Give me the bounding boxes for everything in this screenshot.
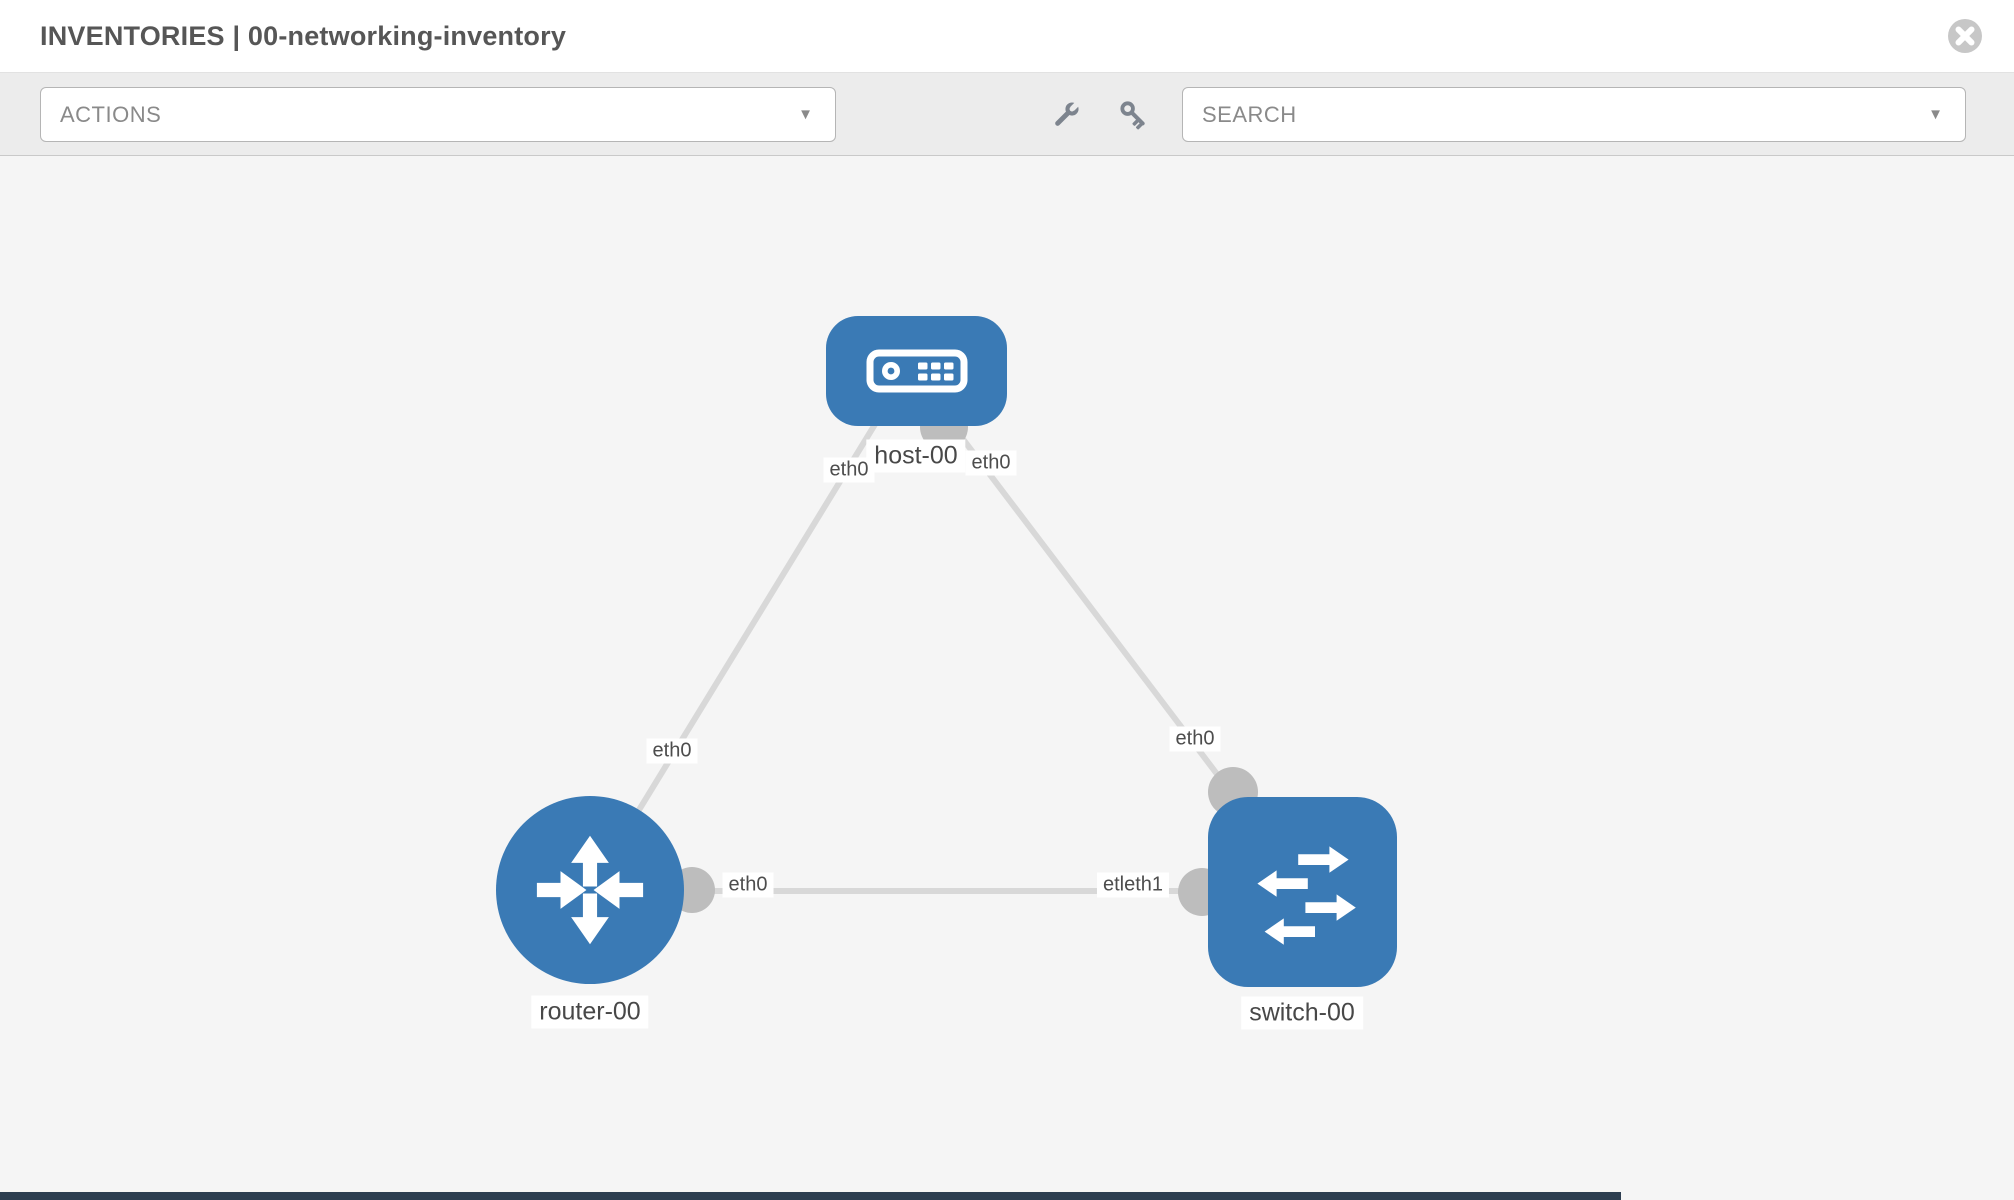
- configure-tools-button[interactable]: [1048, 97, 1084, 133]
- close-icon: [1948, 19, 1982, 53]
- actions-dropdown[interactable]: ACTIONS ▼: [40, 87, 836, 142]
- toolbar: ACTIONS ▼ SEARCH ▼: [0, 73, 2014, 156]
- close-button[interactable]: [1946, 17, 1984, 55]
- search-dropdown-label: SEARCH: [1202, 101, 1297, 127]
- port-label-bottom-eth1: etleth1: [1096, 872, 1170, 898]
- node-label-switch-00: switch-00: [1241, 996, 1363, 1030]
- port-label-host-eth0-left: eth0: [823, 457, 875, 483]
- switch-icon: [1256, 846, 1356, 945]
- port-label-host-eth0-right: eth0: [965, 450, 1017, 476]
- node-label-host-00: host-00: [866, 439, 966, 473]
- node-switch-00[interactable]: [1208, 797, 1397, 987]
- credentials-button[interactable]: [1116, 97, 1152, 133]
- search-dropdown[interactable]: SEARCH ▼: [1182, 87, 1966, 142]
- chevron-down-icon: ▼: [798, 106, 813, 123]
- node-host-00[interactable]: [826, 316, 1007, 426]
- chevron-down-icon: ▼: [1928, 106, 1943, 123]
- modal-header: INVENTORIES | 00-networking-inventory: [0, 0, 2014, 73]
- wrench-icon: [1055, 100, 1081, 126]
- actions-dropdown-label: ACTIONS: [60, 101, 162, 127]
- topology-canvas[interactable]: host-00 router-00 switch-00 eth0 eth0 et…: [0, 156, 2014, 1200]
- key-icon: [1120, 101, 1145, 130]
- port-label-switch-link-eth0: eth0: [1169, 726, 1221, 752]
- host-icon: [866, 349, 967, 393]
- page-title: INVENTORIES | 00-networking-inventory: [40, 20, 567, 51]
- links-layer: [587, 403, 1302, 916]
- node-router-00[interactable]: [496, 796, 684, 984]
- port-label-router-link-eth0: eth0: [646, 738, 698, 764]
- footer-strip: [0, 1192, 1621, 1200]
- port-label-bottom-eth0: eth0: [722, 872, 774, 898]
- router-icon: [536, 835, 644, 945]
- node-label-router-00: router-00: [531, 995, 649, 1029]
